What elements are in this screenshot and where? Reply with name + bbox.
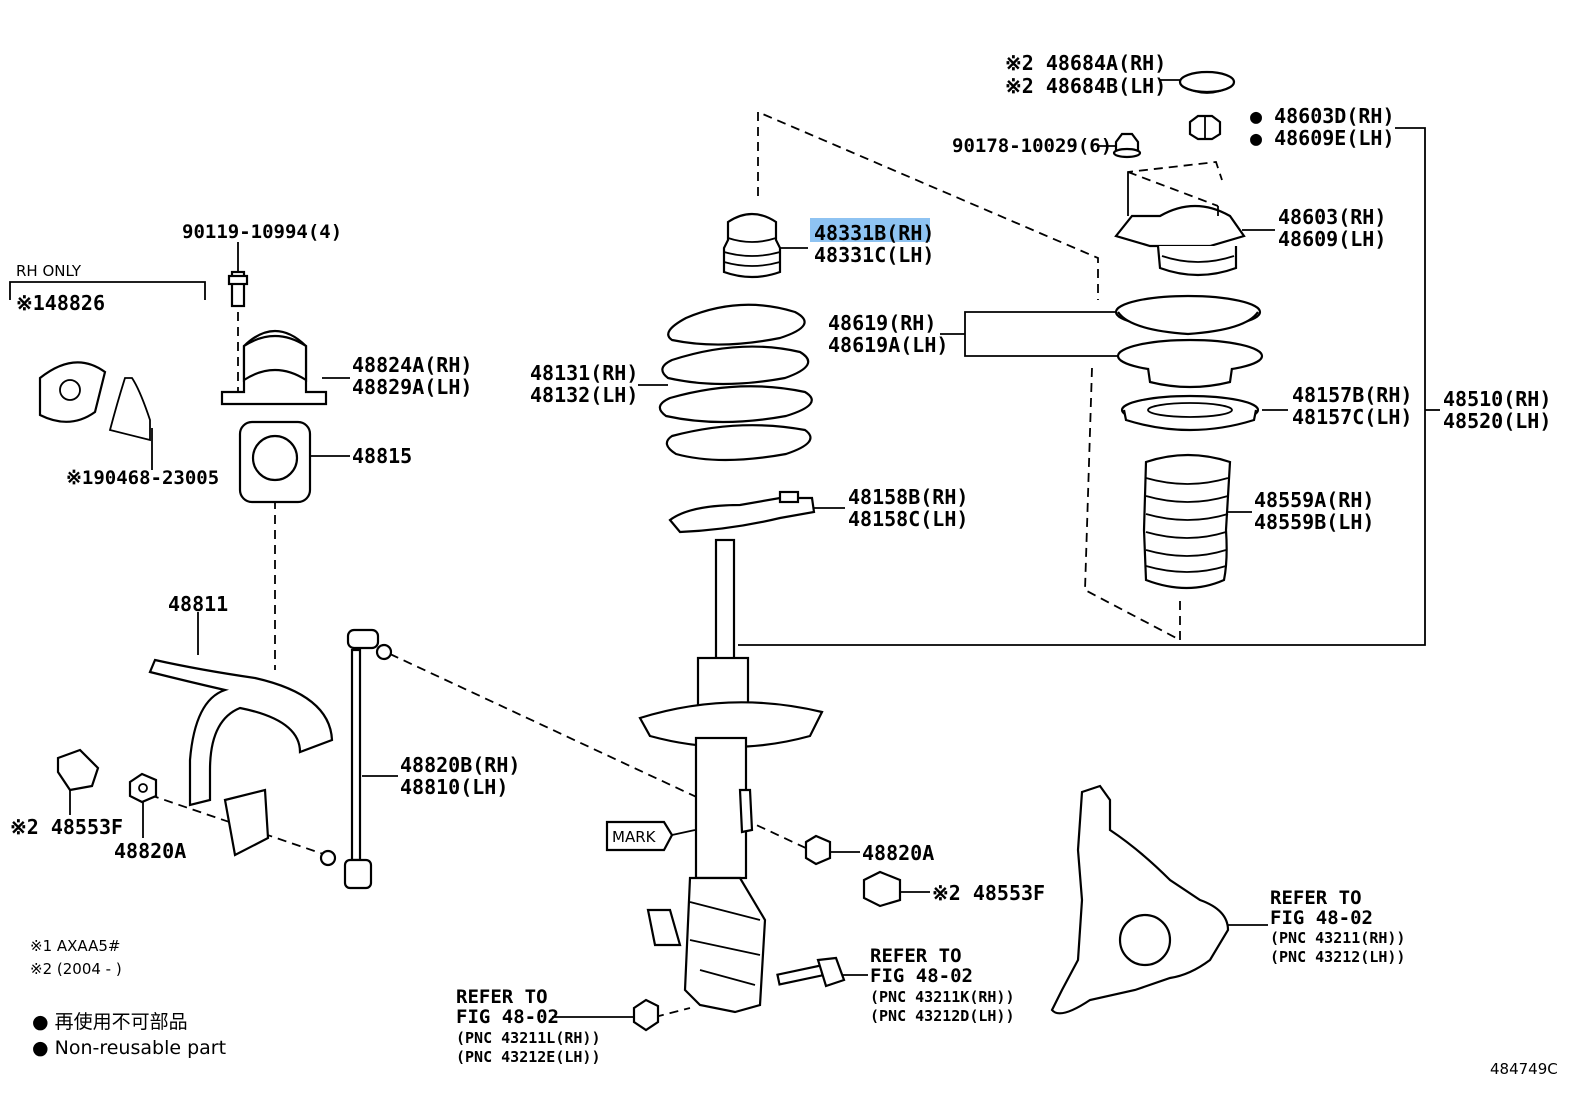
label-48510: 48510(RH) <box>1443 387 1551 411</box>
dust-boot-drawing <box>1142 453 1232 590</box>
label-48619A: 48619A(LH) <box>828 333 948 357</box>
label-48131: 48131(RH) <box>530 361 638 385</box>
mark-box <box>605 820 674 852</box>
refer-knuckle-line3: (PNC 43211(RH)) <box>1270 929 1405 947</box>
refer-knuckle-line2: FIG 48-02 <box>1270 907 1373 929</box>
refer-knuckle-line1: REFER TO <box>1270 887 1362 909</box>
label-48603D: ● 48603D(RH) <box>1250 104 1395 128</box>
label-48829A: 48829A(LH) <box>352 375 472 399</box>
assembly-brackets <box>9 127 1440 646</box>
label-90468: ※190468-23005 <box>66 467 219 489</box>
spring-insulator-drawing <box>1120 394 1260 432</box>
lock-nut-drawing <box>1188 114 1222 141</box>
refer-nut-line2: FIG 48-02 <box>456 1006 559 1028</box>
refer-bolt-line3: (PNC 43211K(RH)) <box>870 988 1015 1006</box>
label-48157C: 48157C(LH) <box>1292 405 1412 429</box>
clip-90468-drawing <box>108 377 151 442</box>
bush-48553F-right-drawing <box>862 870 902 908</box>
nut-43211L-drawing <box>632 998 660 1032</box>
refer-bolt-line4: (PNC 43212D(LH)) <box>870 1007 1015 1025</box>
stabilizer-bracket-drawing <box>220 330 328 406</box>
label-48331B: 48331B(RH) <box>814 221 934 245</box>
label-48158C: 48158C(LH) <box>848 507 968 531</box>
spring-seat-lower-drawing <box>1116 338 1264 389</box>
stabilizer-bushing-drawing <box>238 420 312 504</box>
label-48157B: 48157B(RH) <box>1292 383 1412 407</box>
label-48553F-right: ※2 48553F <box>932 881 1045 905</box>
bolt-43211K-drawing <box>776 956 846 988</box>
coil-spring-drawing <box>658 303 813 462</box>
shock-absorber-drawing <box>638 538 824 1014</box>
label-48815: 48815 <box>352 444 412 468</box>
notes-legend: ※1 AXAA5# ※2 (2004 - ) ● 再使用不可部品 ● Non-r… <box>30 937 1558 1078</box>
highlight-48331B <box>810 218 930 242</box>
suspension-support-drawing <box>1114 176 1246 277</box>
refer-labels: REFER TO FIG 48-02 (PNC 43211(RH)) (PNC … <box>456 887 1405 1066</box>
refer-nut-line3: (PNC 43211L(RH)) <box>456 1029 601 1047</box>
label-48603: 48603(RH) <box>1278 205 1386 229</box>
label-48609E: ● 48609E(LH) <box>1250 126 1395 150</box>
bolt-90119-drawing <box>227 270 249 308</box>
spring-seat-upper-drawing <box>1114 294 1262 336</box>
label-48811: 48811 <box>168 592 228 616</box>
label-48826: ※148826 <box>16 291 105 315</box>
dashed-guide-lines <box>149 110 1223 1018</box>
refer-bolt-line2: FIG 48-02 <box>870 965 973 987</box>
label-48132: 48132(LH) <box>530 383 638 407</box>
label-48684A: ※2 48684A(RH) <box>1005 51 1166 75</box>
label-48820B: 48820B(RH) <box>400 753 520 777</box>
label-48609: 48609(LH) <box>1278 227 1386 251</box>
leader-lines <box>69 79 1288 1018</box>
stabilizer-bar-drawing <box>148 658 334 857</box>
bush-48553F-left-drawing <box>56 748 100 792</box>
nut-48820A-right-drawing <box>804 834 832 866</box>
bump-stopper-drawing <box>722 212 782 279</box>
stabilizer-link-drawing <box>319 628 393 890</box>
refer-nut-line4: (PNC 43212E(LH)) <box>456 1048 601 1066</box>
label-48820A-right: 48820A <box>862 841 934 865</box>
steering-knuckle-drawing <box>1050 784 1230 1015</box>
refer-nut-line1: REFER TO <box>456 986 548 1008</box>
label-rh-only: RH ONLY <box>16 262 82 280</box>
legend-non-reusable: ● Non-reusable part <box>32 1037 226 1059</box>
legend-japanese: ● 再使用不可部品 <box>32 1011 188 1033</box>
label-mark: MARK <box>612 828 657 846</box>
label-90119: 90119-10994(4) <box>182 221 342 243</box>
label-48820A-left: 48820A <box>114 839 186 863</box>
label-48824A: 48824A(RH) <box>352 353 472 377</box>
label-48684B: ※2 48684B(LH) <box>1005 74 1166 98</box>
nut-48820A-left-drawing <box>128 772 158 804</box>
dust-cap-drawing <box>1178 70 1236 94</box>
label-48619: 48619(RH) <box>828 311 936 335</box>
label-48158B: 48158B(RH) <box>848 485 968 509</box>
stabilizer-seal-drawing <box>38 361 107 423</box>
figure-id: 484749C <box>1490 1060 1558 1078</box>
label-48553F-left: ※2 48553F <box>10 815 123 839</box>
note-1: ※1 AXAA5# <box>30 937 120 955</box>
lower-insulator-drawing <box>668 490 816 534</box>
label-48331C: 48331C(LH) <box>814 243 934 267</box>
part-labels: ※2 48684A(RH) ※2 48684B(LH) ● 48603D(RH)… <box>10 51 1551 905</box>
flange-nut-drawing <box>1112 132 1142 159</box>
label-48559B: 48559B(LH) <box>1254 510 1374 534</box>
label-48520: 48520(LH) <box>1443 409 1551 433</box>
refer-bolt-line1: REFER TO <box>870 945 962 967</box>
label-48559A: 48559A(RH) <box>1254 488 1374 512</box>
label-48810: 48810(LH) <box>400 775 508 799</box>
note-2: ※2 (2004 - ) <box>30 960 122 978</box>
label-90178: 90178-10029(6) <box>952 135 1112 157</box>
refer-knuckle-line4: (PNC 43212(LH)) <box>1270 948 1405 966</box>
